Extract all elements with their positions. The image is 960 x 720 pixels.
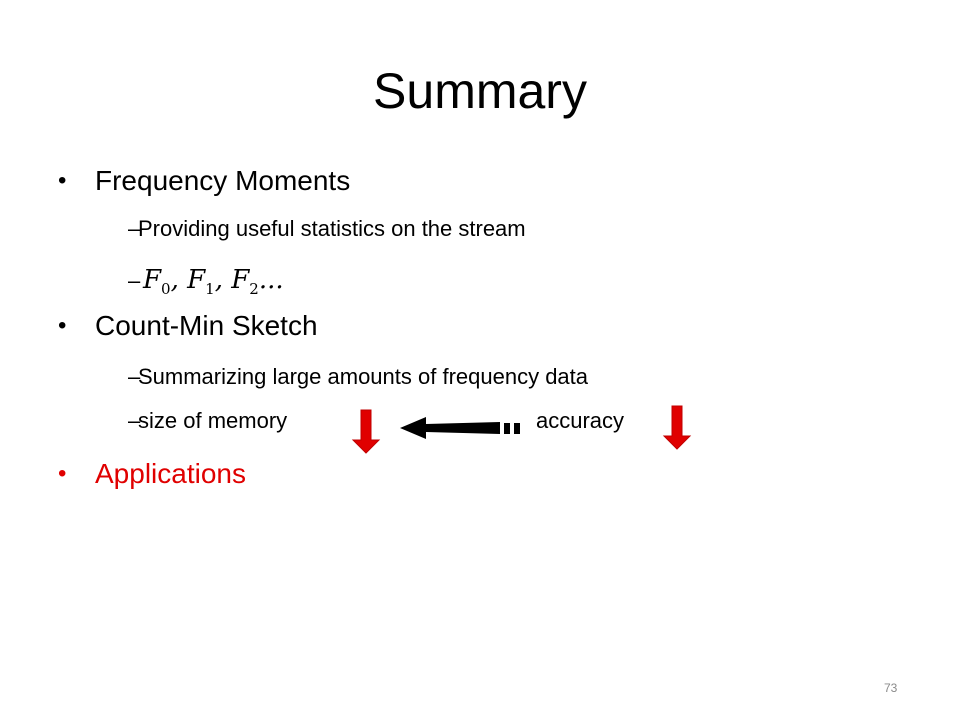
dash: – [128, 408, 141, 433]
down-arrow-icon [351, 409, 381, 454]
dash: – [128, 216, 141, 241]
page-number: 73 [884, 681, 898, 695]
bullet-text: Count-Min Sketch [95, 310, 318, 341]
subitem-text: size of memory [138, 408, 288, 433]
subitem-text: Summarizing large amounts of frequency d… [138, 364, 589, 389]
bullet-dot: • [58, 312, 67, 339]
bullet-dot: • [58, 167, 67, 194]
slide-title: Summary [373, 63, 587, 119]
dash: – [128, 364, 141, 389]
bullet-text: Applications [95, 458, 246, 489]
frequency-moments-formula: F0, F1, F2... [143, 265, 284, 299]
dash: – [128, 268, 141, 293]
subitem-text: Providing useful statistics on the strea… [138, 216, 526, 241]
down-arrow-icon [662, 405, 692, 450]
left-arrow-icon [400, 417, 520, 439]
bullet-dot: • [58, 460, 67, 487]
accuracy-label: accuracy [536, 408, 625, 433]
bullet-text: Frequency Moments [95, 165, 351, 196]
